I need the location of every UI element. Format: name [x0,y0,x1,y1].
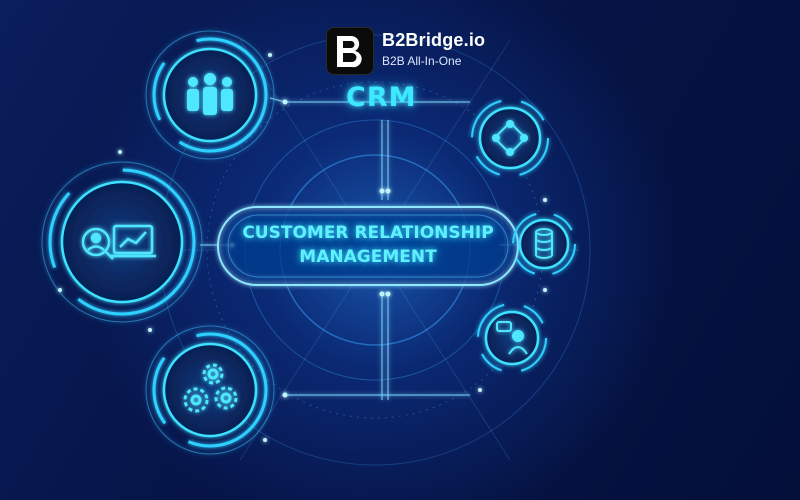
network-cycle-icon [492,120,528,156]
crm-title: CRM [346,82,417,113]
center-label-line1: CUSTOMER RELATIONSHIP [242,223,494,243]
brand-name: B2Bridge.io [382,30,486,50]
center-label-line2: MANAGEMENT [299,247,437,267]
analytics-chart-icon [81,224,156,260]
gears-icon [183,363,238,413]
brand-tagline: B2B All-In-One [382,54,462,68]
support-agent-icon [496,321,528,355]
database-icon [535,228,553,259]
people-group-icon [187,73,233,115]
